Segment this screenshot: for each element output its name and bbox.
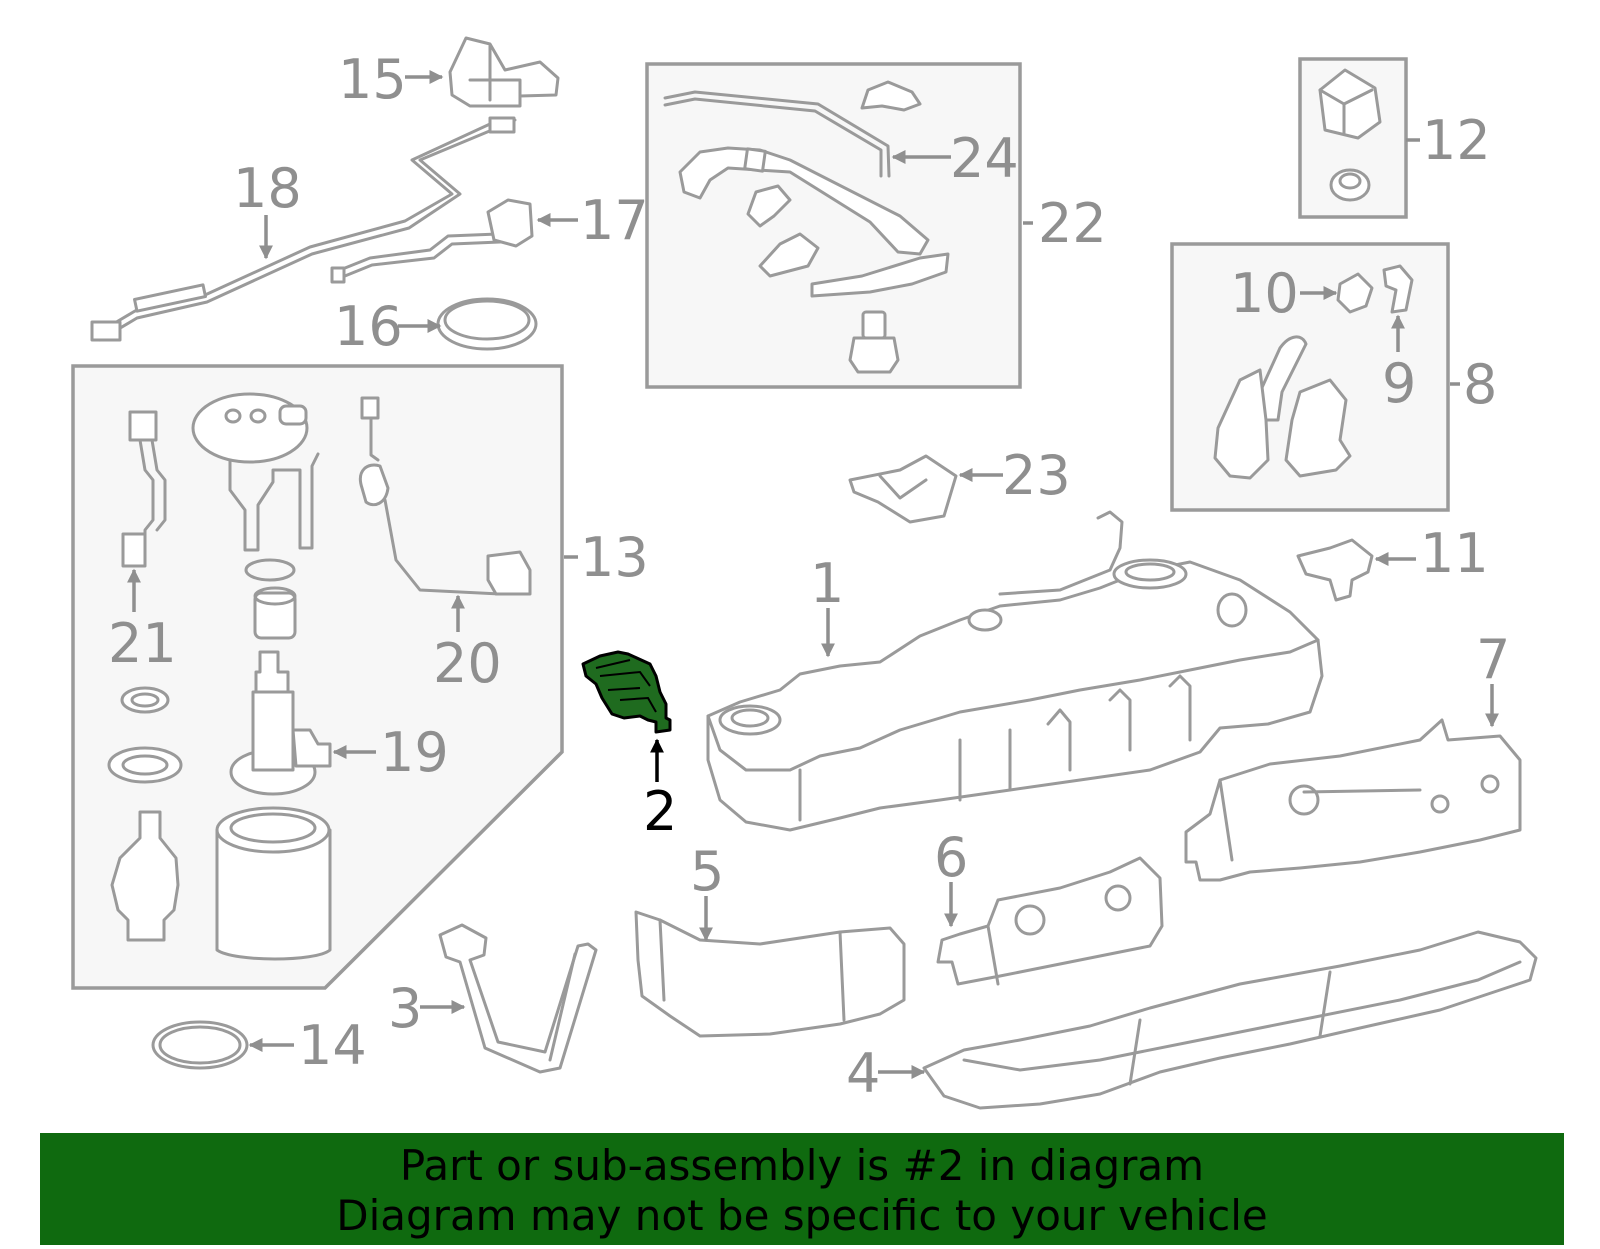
fuel-pump-assembly-box <box>71 364 564 990</box>
callout-17: 17 <box>580 189 649 252</box>
callout-1: 1 <box>810 552 844 615</box>
callout-3: 3 <box>388 977 422 1040</box>
part-15-sensor-bracket <box>448 36 560 108</box>
callout-12: 12 <box>1422 109 1491 172</box>
callout-20: 20 <box>433 632 502 695</box>
banner-line-1: Part or sub-assembly is #2 in diagram <box>399 1141 1205 1190</box>
part-1-fuel-tank <box>706 510 1324 832</box>
disclaimer-banner: Part or sub-assembly is #2 in diagram Di… <box>40 1133 1564 1245</box>
part-12-fuel-cap <box>1318 68 1382 202</box>
callout-9: 9 <box>1382 352 1416 415</box>
callout-10: 10 <box>1230 262 1299 325</box>
part-4-skid-plate <box>922 930 1538 1110</box>
callout-14: 14 <box>298 1014 367 1077</box>
callout-11: 11 <box>1420 522 1489 585</box>
part-7-tank-protector <box>1184 718 1522 882</box>
part-11-bracket <box>1296 538 1374 602</box>
callout-16: 16 <box>334 295 403 358</box>
fuel-pump-module-parts <box>107 392 532 961</box>
callout-numbers: 15 18 17 16 24 22 12 10 9 8 23 11 1 13 2… <box>108 48 1510 1105</box>
part-23-heat-shield <box>848 454 958 524</box>
callout-5: 5 <box>690 840 724 903</box>
part-3-tank-strap <box>438 923 598 1074</box>
part-2-highlighted-bracket <box>581 650 672 734</box>
callout-24: 24 <box>950 127 1019 190</box>
part-17-harness-bracket <box>330 198 534 284</box>
part-16-lock-ring <box>436 297 538 351</box>
part-6-heat-shield <box>936 856 1164 986</box>
callout-21: 21 <box>108 612 177 675</box>
callout-13: 13 <box>580 526 649 589</box>
banner-line-2: Diagram may not be specific to your vehi… <box>336 1191 1268 1240</box>
callout-leaders <box>127 70 1499 1079</box>
callout-18: 18 <box>233 157 302 220</box>
callout-19: 19 <box>380 721 449 784</box>
vent-line-kit-box <box>645 62 1022 389</box>
callout-8: 8 <box>1463 353 1497 416</box>
part-8-filler-pipe <box>1213 264 1414 480</box>
vent-line-kit-parts <box>663 80 950 374</box>
part-5-tank-shield <box>634 910 906 1038</box>
part-18-wire-harness <box>90 116 517 342</box>
callout-6: 6 <box>934 826 968 889</box>
callout-22: 22 <box>1038 192 1107 255</box>
callout-23: 23 <box>1002 444 1071 507</box>
part-14-gasket <box>151 1020 249 1070</box>
callout-2: 2 <box>643 780 677 843</box>
callout-4: 4 <box>846 1042 880 1105</box>
callout-7: 7 <box>1476 628 1510 691</box>
callout-15: 15 <box>338 48 407 111</box>
